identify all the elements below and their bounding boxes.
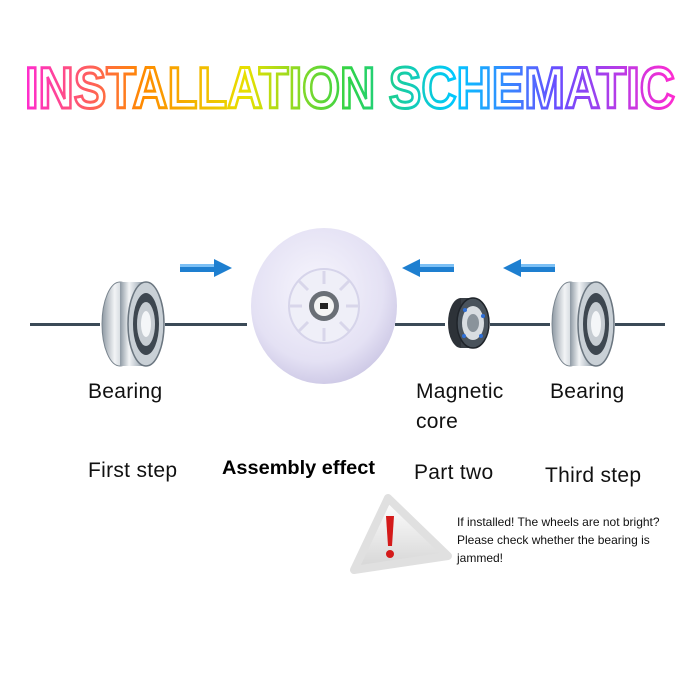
step-third: Third step (545, 464, 642, 487)
label-bearing-right: Bearing (550, 380, 625, 403)
axis-line-mid-left (165, 323, 247, 326)
bearing-right-image (551, 281, 615, 367)
svg-text:INSTALLATION SCHEMATIC: INSTALLATION SCHEMATIC (25, 56, 675, 121)
warning-line-1: If installed! The wheels are not bright? (457, 515, 660, 529)
step-first: First step (88, 459, 178, 482)
axis-line-mid-right (395, 323, 445, 326)
axis-line-core-right (490, 323, 550, 326)
wheel-assembly-image (251, 228, 397, 384)
arrow-right-icon (180, 259, 232, 277)
warning-line-3: jammed! (457, 551, 504, 565)
magnetic-core-image (448, 297, 490, 349)
axis-line-left (30, 323, 100, 326)
page-title: INSTALLATION SCHEMATIC (24, 55, 677, 123)
step-part-two: Part two (414, 461, 494, 484)
warning-line-2: Please check whether the bearing is (457, 533, 650, 547)
label-magnetic-core-line1: Magnetic (416, 380, 504, 403)
step-assembly-effect: Assembly effect (222, 458, 376, 479)
label-magnetic-core-line2: core (416, 410, 459, 433)
arrow-left-icon (402, 259, 454, 277)
warning-triangle-icon (350, 494, 452, 574)
axis-line-right (615, 323, 665, 326)
label-bearing-left: Bearing (88, 380, 163, 403)
bearing-left-image (101, 281, 165, 367)
warning-message: If installed! The wheels are not bright?… (457, 513, 697, 567)
arrow-left-icon (503, 259, 555, 277)
